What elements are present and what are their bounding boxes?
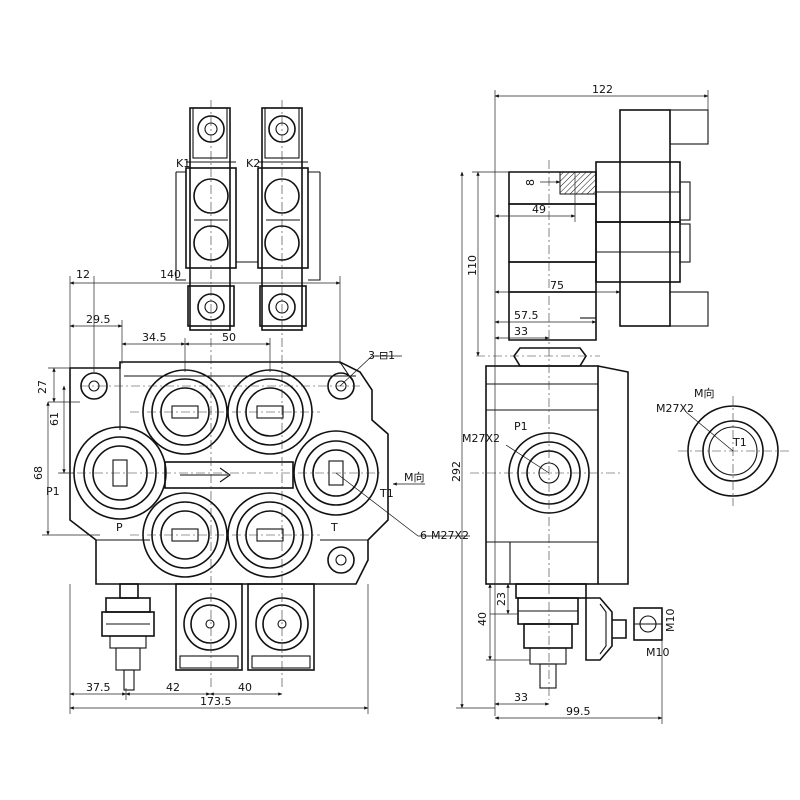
dim-27: 27 xyxy=(36,380,49,394)
end-cap-center xyxy=(175,583,243,671)
side-view: P1 M27X2 M10 M10 122 xyxy=(450,83,709,724)
label-t1: T1 xyxy=(379,487,394,500)
dim-50: 50 xyxy=(222,331,236,344)
dim-122: 122 xyxy=(592,83,613,96)
dim-68: 68 xyxy=(32,466,45,480)
dim-140: 140 xyxy=(160,268,181,281)
dim-49: 49 xyxy=(532,203,546,216)
label-k1: K1 xyxy=(176,157,190,170)
flow-window xyxy=(164,461,294,489)
label-t: T xyxy=(330,521,338,534)
side-label-m10-a: M10 xyxy=(664,609,677,633)
side-label-thread: M27X2 xyxy=(462,432,500,445)
detail-title: M向 xyxy=(694,386,715,400)
dim-42: 42 xyxy=(166,681,180,694)
dim-23: 23 xyxy=(495,592,508,606)
side-label-p1: P1 xyxy=(514,420,528,433)
dim-75: 75 xyxy=(550,279,564,292)
dim-40-front: 40 xyxy=(238,681,252,694)
label-port-note: 6-M27X2 xyxy=(420,529,469,542)
dim-8: 8 xyxy=(524,179,537,186)
front-dimensions: 12 140 29.5 34.5 50 27 61 68 37.5 42 40 … xyxy=(32,268,369,714)
side-label-m10-b: M10 xyxy=(646,646,670,659)
dim-110: 110 xyxy=(466,255,479,276)
end-cap-right xyxy=(247,583,315,671)
dim-40-side: 40 xyxy=(476,612,489,626)
dim-37-5: 37.5 xyxy=(86,681,111,694)
dim-12: 12 xyxy=(76,268,90,281)
side-dimensions: 122 8 49 110 75 57.5 33 292 23 40 33 99.… xyxy=(450,83,709,724)
dim-292: 292 xyxy=(450,461,463,482)
dim-173-5: 173.5 xyxy=(200,695,232,708)
dim-33-bottom: 33 xyxy=(514,691,528,704)
label-m-direction: M向 xyxy=(404,470,425,484)
dim-29-5: 29.5 xyxy=(86,313,111,326)
dim-61: 61 xyxy=(48,412,61,426)
dim-33-top: 33 xyxy=(514,325,528,338)
label-k2: K2 xyxy=(246,157,260,170)
detail-port: T1 xyxy=(732,436,747,449)
detail-thread: M27X2 xyxy=(656,402,694,415)
label-p: P xyxy=(116,521,123,534)
valve-body-outline xyxy=(69,361,389,585)
end-cap-left xyxy=(101,583,155,691)
m-direction-detail: M向 M27X2 T1 xyxy=(656,386,790,506)
handle-stack-k2 xyxy=(257,107,309,331)
dim-99-5: 99.5 xyxy=(566,705,591,718)
dim-57-5: 57.5 xyxy=(514,309,539,322)
front-view: K1 K2 P P1 T T1 M向 3-⊟1 6-M27X2 xyxy=(32,100,470,714)
label-hole-note: 3-⊟1 xyxy=(368,349,395,362)
dim-34-5: 34.5 xyxy=(142,331,167,344)
